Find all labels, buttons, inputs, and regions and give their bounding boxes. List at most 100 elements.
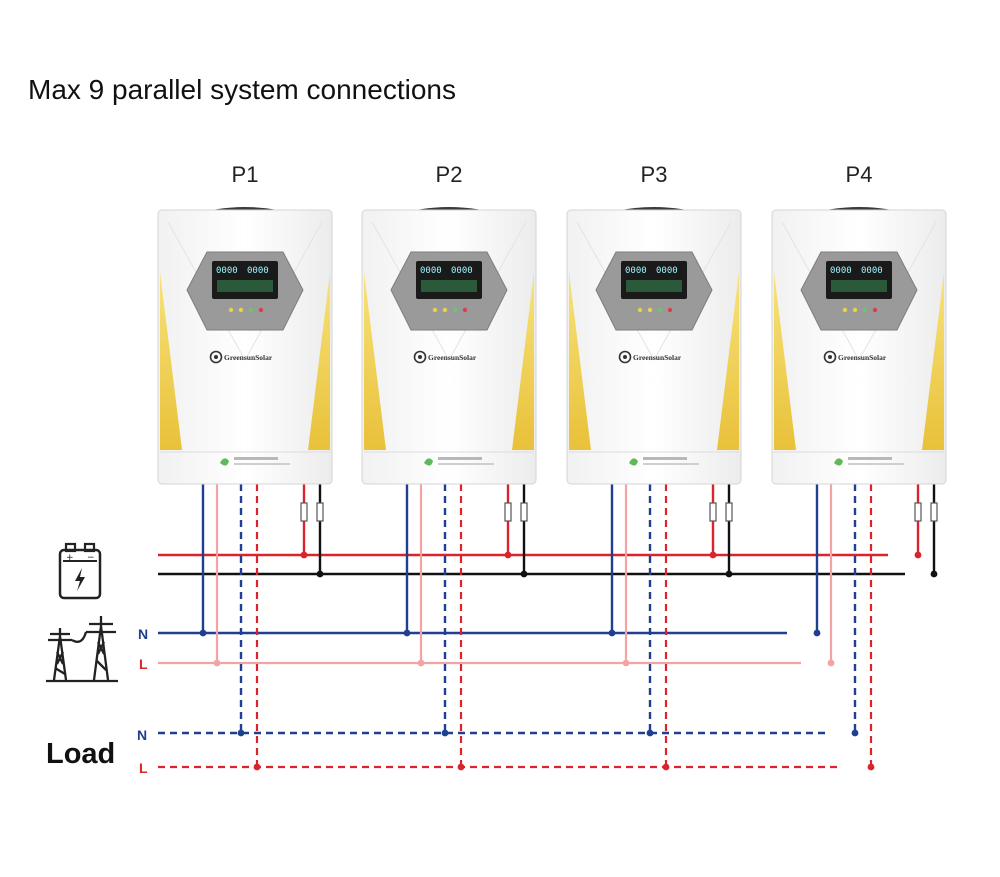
brand-logo-icon [618, 350, 632, 364]
indicator-led [872, 307, 878, 313]
brand-name: GreensunSolar [428, 353, 477, 362]
leaf-icon [629, 458, 638, 466]
grid-neutral-label: N [138, 626, 148, 642]
yellow-accent [717, 272, 739, 450]
lcd-bar [217, 280, 273, 292]
page-title: Max 9 parallel system connections [28, 74, 456, 105]
label-line [643, 457, 687, 460]
label-line [848, 457, 892, 460]
brand-logo-icon [823, 350, 837, 364]
yellow-accent [308, 272, 330, 450]
brand-name: GreensunSolar [224, 353, 273, 362]
load-neutral-label: N [137, 727, 147, 743]
wiring-layer [158, 484, 938, 771]
brand-logo-icon [209, 350, 223, 364]
indicator-led [228, 307, 234, 313]
indicator-led [442, 307, 448, 313]
inverter-label: P3 [641, 162, 668, 187]
junction-dot [253, 763, 261, 771]
label-line [438, 463, 494, 465]
junction-dot [300, 551, 308, 559]
brand-logo-icon [828, 355, 832, 359]
yellow-accent [364, 272, 386, 450]
leaf-icon [220, 458, 229, 466]
label-line [234, 463, 290, 465]
brand-name: GreensunSolar [633, 353, 682, 362]
junction-dot [608, 629, 616, 637]
junction-dot [709, 551, 717, 559]
leaf-icon [424, 458, 433, 466]
yellow-accent [512, 272, 534, 450]
fuse-icon [725, 502, 733, 522]
load-label: Load [46, 738, 115, 770]
svg-text:+: + [66, 553, 74, 563]
indicator-led [862, 307, 868, 313]
lcd-digits: 0000 [861, 266, 883, 276]
fuse-icon [914, 502, 922, 522]
load-line-label: L [139, 760, 148, 776]
yellow-accent [774, 272, 796, 450]
grid-line-label: L [139, 656, 148, 672]
fuse-icon [520, 502, 528, 522]
fuse-icon [709, 502, 717, 522]
brand-logo-icon [413, 350, 427, 364]
brand-logo-icon [418, 355, 422, 359]
junction-dot [441, 729, 449, 737]
inverter-label: P4 [846, 162, 873, 187]
junction-dot [914, 551, 922, 559]
facet-line [781, 221, 937, 362]
fuse-icon [316, 502, 324, 522]
inverter-label: P2 [436, 162, 463, 187]
lcd-bar [626, 280, 682, 292]
junction-dot [403, 629, 411, 637]
inverter-label: P1 [232, 162, 259, 187]
indicator-led [647, 307, 653, 313]
battery-icon: + − [58, 542, 102, 600]
indicator-led [258, 307, 264, 313]
lcd-bar [421, 280, 477, 292]
indicator-led [238, 307, 244, 313]
label-line [848, 463, 904, 465]
junction-dot [504, 551, 512, 559]
indicator-led [248, 307, 254, 313]
junction-dot [827, 659, 835, 667]
lcd-digits: 0000 [420, 266, 442, 276]
lcd-digits: 0000 [625, 266, 647, 276]
lcd-digits: 0000 [656, 266, 678, 276]
yellow-accent [922, 272, 944, 450]
power-tower-icon [46, 616, 118, 683]
junction-dot [622, 659, 630, 667]
indicator-led [667, 307, 673, 313]
leaf-icon [834, 458, 843, 466]
junction-dot [213, 659, 221, 667]
indicator-led [657, 307, 663, 313]
lcd-digits: 0000 [451, 266, 473, 276]
junction-dot [851, 729, 859, 737]
junction-dot [867, 763, 875, 771]
fuse-icon [504, 502, 512, 522]
junction-dot [930, 570, 938, 578]
yellow-accent [160, 272, 182, 450]
brand-logo-icon [214, 355, 218, 359]
svg-text:−: − [87, 553, 95, 563]
junction-dot [199, 629, 207, 637]
brand-logo-icon [623, 355, 627, 359]
lcd-digits: 0000 [247, 266, 269, 276]
junction-dot [237, 729, 245, 737]
indicator-led [852, 307, 858, 313]
indicator-led [452, 307, 458, 313]
yellow-accent [569, 272, 591, 450]
junction-dot [662, 763, 670, 771]
junction-dot [457, 763, 465, 771]
junction-dot [316, 570, 324, 578]
junction-dot [646, 729, 654, 737]
label-line [234, 457, 278, 460]
indicator-led [432, 307, 438, 313]
junction-dot [417, 659, 425, 667]
fuse-icon [930, 502, 938, 522]
